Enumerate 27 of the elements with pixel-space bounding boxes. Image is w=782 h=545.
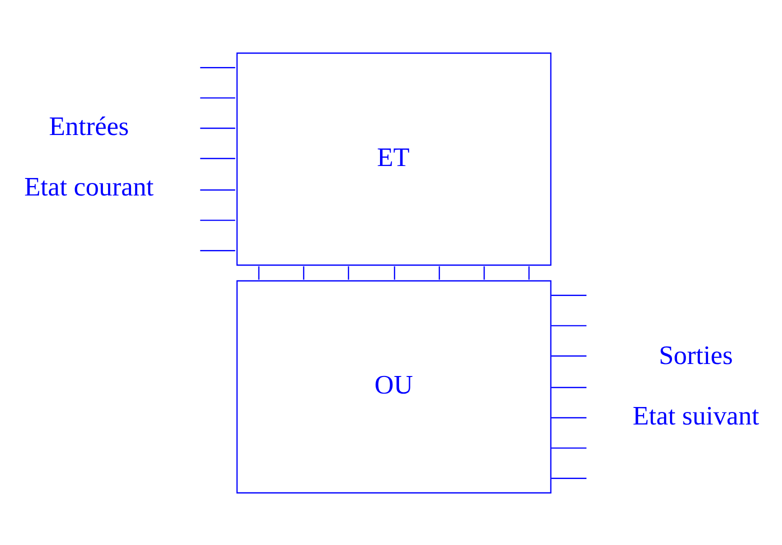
label: Entrées: [48, 110, 128, 141]
node-box: OU: [236, 280, 551, 493]
connector: [550, 446, 586, 448]
connector: [258, 266, 259, 280]
connector: [200, 219, 235, 220]
connector: [550, 294, 586, 296]
connector: [483, 266, 484, 280]
connector: [550, 386, 586, 388]
label: Sorties: [658, 339, 732, 370]
connector: [550, 354, 586, 356]
connector: [200, 66, 235, 68]
connector: [200, 127, 235, 128]
connector: [200, 157, 235, 159]
connector: [550, 477, 586, 478]
connector: [528, 266, 530, 280]
label: Etat courant: [24, 171, 154, 202]
connector: [550, 324, 586, 326]
connector: [302, 266, 304, 280]
label: Etat suivant: [632, 400, 759, 430]
connector: [200, 96, 235, 98]
connector: [347, 266, 349, 280]
connector: [200, 249, 235, 251]
connector: [550, 416, 586, 418]
connector: [438, 266, 440, 280]
connector: [393, 266, 395, 280]
connector: [200, 188, 235, 190]
node-box: ET: [236, 52, 551, 266]
